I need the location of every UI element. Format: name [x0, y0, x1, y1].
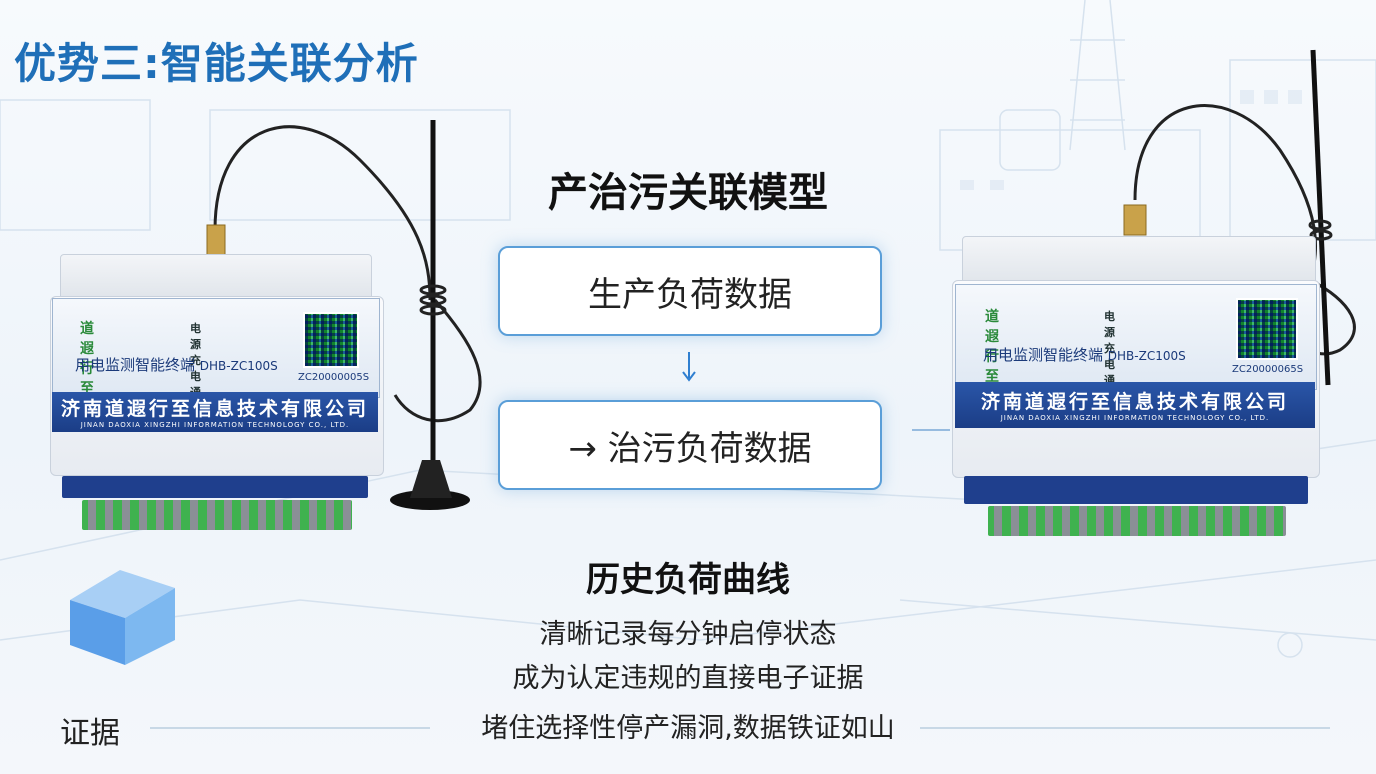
- arrow-down-icon: [682, 352, 696, 382]
- antenna-cable-icon: [1123, 49, 1356, 386]
- device-left-serial: ZC20000005S: [298, 372, 370, 383]
- device-left-model-code: DHB-ZC100S: [199, 359, 278, 373]
- device-right-serial: ZC20000065S: [1232, 364, 1304, 375]
- antenna-cable-icon: [206, 120, 482, 510]
- device-right-company-bar: 济南道遐行至信息技术有限公司 JINAN DAOXIA XINGZHI INFO…: [955, 382, 1315, 428]
- history-line-3: 堵住选择性停产漏洞,数据铁证如山: [481, 713, 895, 744]
- device-left-ports: [62, 476, 368, 498]
- production-load-label: 生产负荷数据: [588, 274, 792, 315]
- cube-icon: [70, 570, 175, 665]
- pollution-load-box: → 治污负荷数据: [498, 400, 882, 490]
- page-title: 优势三:智能关联分析: [14, 39, 419, 88]
- device-right-brand: 道遐行至: [985, 309, 999, 385]
- device-right-model-code: DHB-ZC100S: [1107, 349, 1186, 363]
- device-right-model: 用电监测智能终端 DHB-ZC100S: [983, 344, 1186, 365]
- qr-code-icon: [303, 312, 359, 368]
- device-right-ports: [964, 476, 1308, 504]
- history-line-1: 清晰记录每分钟启停状态: [539, 619, 837, 650]
- device-right-terminals: [988, 506, 1286, 536]
- qr-code-icon: [1236, 298, 1298, 360]
- device-left-model-label: 用电监测智能终端: [75, 356, 196, 374]
- device-left-company-bar: 济南道遐行至信息技术有限公司 JINAN DAOXIA XINGZHI INFO…: [52, 392, 378, 432]
- device-right-company: 济南道遐行至信息技术有限公司: [980, 391, 1289, 413]
- device-left-company: 济南道遐行至信息技术有限公司: [60, 398, 369, 420]
- pollution-load-label: → 治污负荷数据: [568, 428, 812, 469]
- device-right-model-label: 用电监测智能终端: [983, 346, 1104, 364]
- device-left-company-en: JINAN DAOXIA XINGZHI INFORMATION TECHNOL…: [80, 421, 350, 429]
- device-right-company-en: JINAN DAOXIA XINGZHI INFORMATION TECHNOL…: [1000, 414, 1270, 422]
- device-left-model: 用电监测智能终端 DHB-ZC100S: [75, 354, 278, 375]
- model-title: 产治污关联模型: [548, 170, 828, 216]
- evidence-label: 证据: [60, 716, 120, 751]
- production-load-box: 生产负荷数据: [498, 246, 882, 336]
- device-left-top: [60, 254, 372, 302]
- history-line-2: 成为认定违规的直接电子证据: [512, 663, 864, 694]
- history-title: 历史负荷曲线: [586, 560, 790, 600]
- device-left-terminals: [82, 500, 352, 530]
